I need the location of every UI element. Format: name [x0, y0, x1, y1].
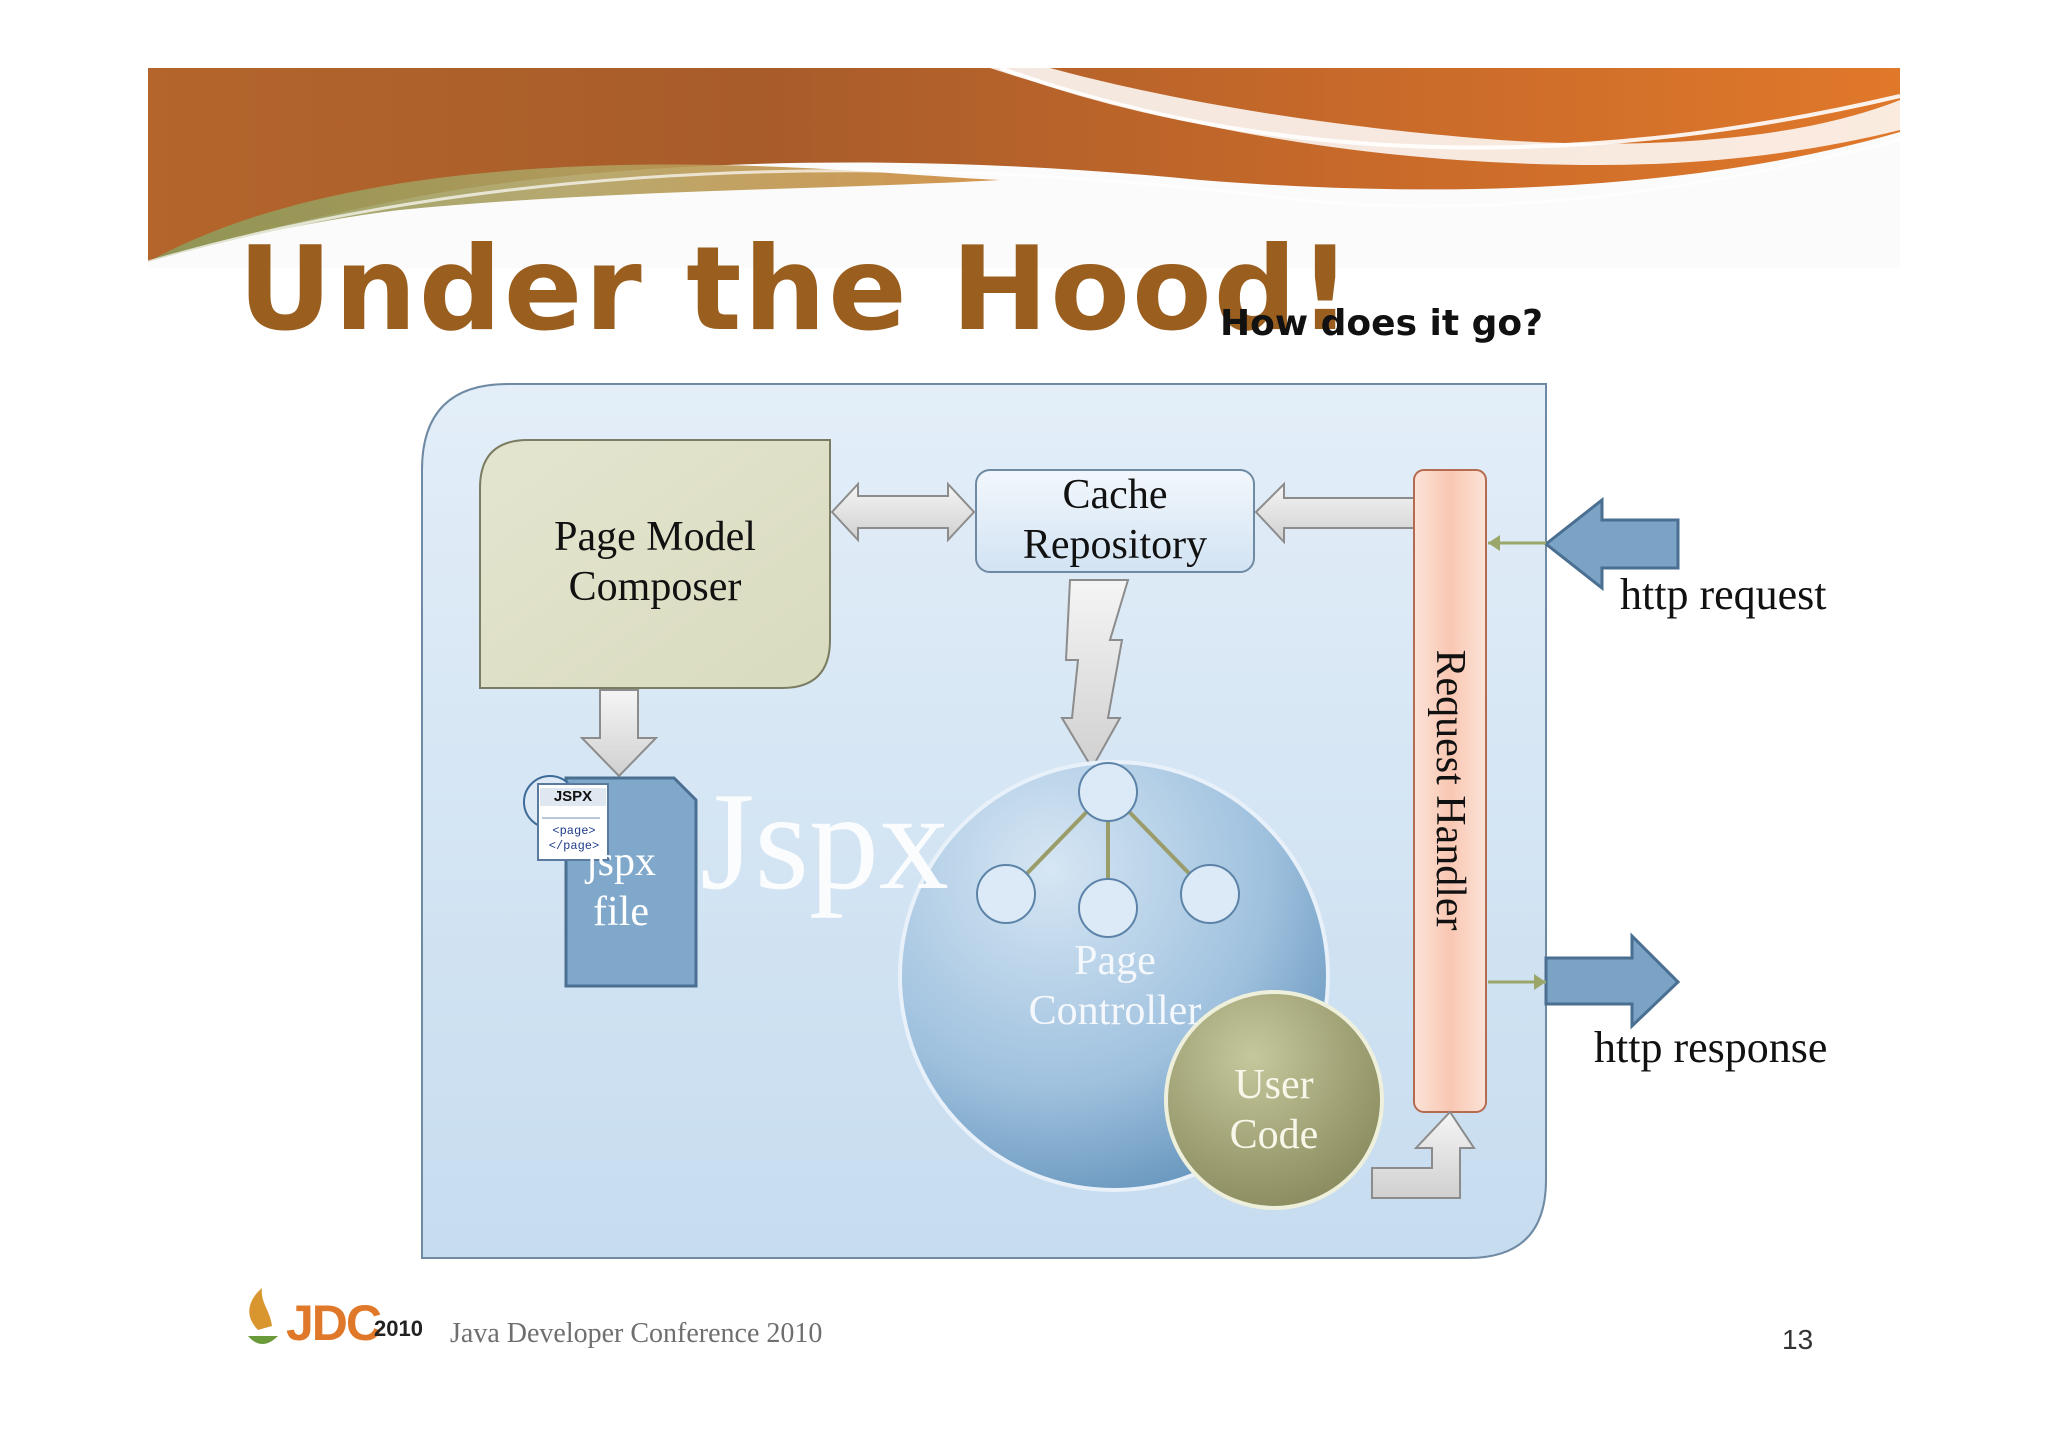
jspx-file-label: jspx file	[585, 839, 656, 935]
composer-to-file-arrow	[579, 689, 659, 778]
jdc-logo: JDC 2010	[244, 1296, 444, 1356]
user-code-to-handler-arrow	[1371, 1110, 1476, 1199]
conference-name: Java Developer Conference 2010	[450, 1318, 823, 1349]
user-code-circle	[1164, 990, 1384, 1210]
slide-subtitle: How does it go?	[1220, 303, 1543, 344]
page-model-composer-box	[479, 439, 831, 689]
tree-node-root	[1078, 762, 1138, 822]
controller-tree	[976, 762, 1240, 938]
header-banner	[147, 66, 1901, 268]
http-request-connector-head	[1488, 535, 1500, 551]
user-code-label: User Code	[1229, 1062, 1319, 1159]
jdc-logo-text: JDC	[286, 1295, 382, 1351]
jspx-icon-tags: <page> </page>	[548, 824, 600, 853]
tree-node-middle	[1078, 878, 1138, 938]
jspx-file-icon	[523, 775, 609, 861]
page-model-composer-label: Page Model Composer	[554, 514, 756, 611]
http-response-connector-head	[1534, 974, 1546, 990]
jspx-icon-text: JSPX	[553, 788, 593, 805]
tree-node-left	[976, 864, 1036, 924]
jspx-watermark: Jspx	[700, 764, 949, 919]
page-controller-label: Page Controller	[1028, 938, 1202, 1035]
request-handler-label: Request Handler	[1427, 649, 1474, 931]
jdc-logo-mark	[248, 1288, 278, 1344]
cache-repository-box	[975, 469, 1255, 573]
cache-to-controller-lightning	[1060, 579, 1130, 770]
composer-cache-double-arrow	[830, 481, 976, 543]
cache-repository-label: Cache Repository	[1022, 472, 1208, 569]
http-response-label: http response	[1594, 1023, 1828, 1072]
http-response-arrow	[1544, 932, 1681, 1030]
jdc-logo-year: 2010	[374, 1316, 423, 1341]
http-request-arrow	[1543, 496, 1680, 592]
slide-title: Under the Hood!	[238, 222, 1354, 357]
http-request-label: http request	[1620, 570, 1827, 619]
page-number: 13	[1782, 1324, 1814, 1355]
tree-node-right	[1180, 864, 1240, 924]
